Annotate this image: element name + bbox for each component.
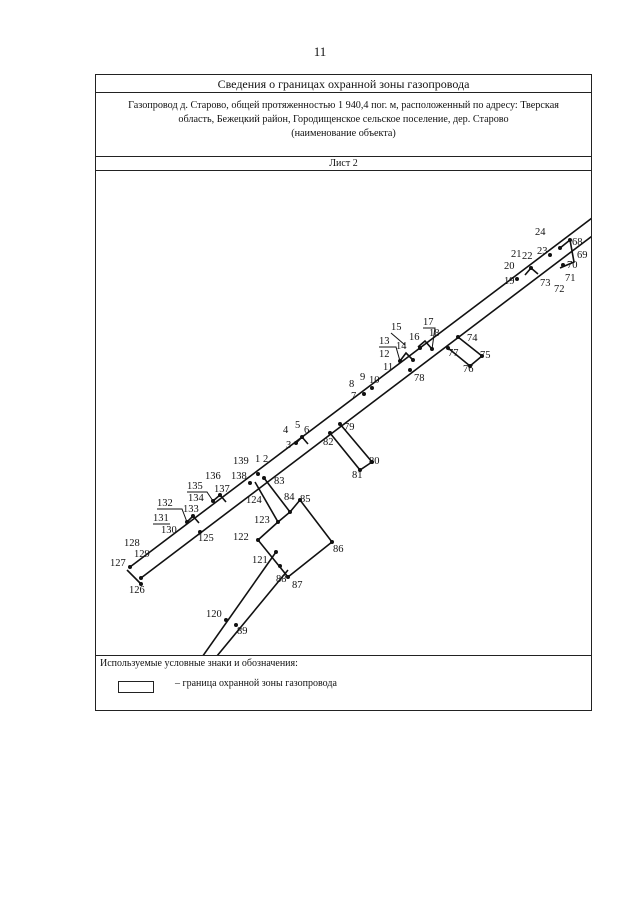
point-label: 69 <box>577 250 588 261</box>
point-label: 75 <box>480 350 491 361</box>
document-frame: Сведения о границах охранной зоны газопр… <box>95 74 592 711</box>
point-label: 24 <box>535 227 546 238</box>
point-label: 133 <box>183 504 199 515</box>
notch-16-18 <box>417 339 433 350</box>
point-label: 136 <box>205 471 221 482</box>
point-label: 138 <box>231 471 247 482</box>
point-label: 3 <box>286 440 291 451</box>
point-label: 88 <box>276 574 287 585</box>
point-label: 76 <box>463 364 474 375</box>
sheet-label: Лист 2 <box>96 157 591 171</box>
point-label: 14 <box>396 341 407 352</box>
point-label: 122 <box>233 532 249 543</box>
point-label: 17 <box>423 317 434 328</box>
point-label: 77 <box>448 348 459 359</box>
point-label: 10 <box>369 375 380 386</box>
point-label: 20 <box>504 261 515 272</box>
point-label: 8 <box>349 379 354 390</box>
main-corridor-upper <box>129 217 591 568</box>
point-label: 80 <box>369 456 380 467</box>
point-label: 6 <box>304 425 309 436</box>
point-label: 137 <box>214 484 230 495</box>
point-label: 132 <box>157 498 173 509</box>
point-label: 16 <box>409 332 420 343</box>
point-label: 23 <box>537 246 548 257</box>
point-label: 120 <box>206 609 222 620</box>
point-label: 21 <box>511 249 522 260</box>
point-label: 70 <box>567 260 578 271</box>
loop-84-88 <box>256 498 334 579</box>
point-label: 72 <box>554 284 565 295</box>
point-label: 86 <box>333 544 344 555</box>
point-label: 1 <box>255 454 260 465</box>
point-label: 129 <box>134 549 150 560</box>
object-line-1: Газопровод д. Старово, общей протяженнос… <box>128 100 559 111</box>
point-label: 19 <box>504 276 515 287</box>
point-label: 124 <box>246 495 263 506</box>
point-label: 89 <box>237 626 248 637</box>
point-label: 74 <box>467 333 478 344</box>
point-label: 22 <box>522 251 533 262</box>
point-label: 82 <box>323 437 334 448</box>
point-label: 4 <box>283 425 289 436</box>
point-label: 134 <box>188 493 205 504</box>
point-label: 15 <box>391 322 402 333</box>
boundary-map: 1 2 3 4 5 6 7 8 9 10 11 12 13 14 15 16 1… <box>110 217 591 655</box>
object-line-2: область, Бежецкий район, Городищенское с… <box>178 114 509 125</box>
main-corridor-lower <box>140 235 591 579</box>
point-label: 79 <box>344 422 355 433</box>
notch-68-72 <box>559 238 575 269</box>
point-label: 2 <box>263 454 268 465</box>
end-cap <box>126 569 142 585</box>
point-label: 85 <box>300 494 311 505</box>
boundary-symbol <box>118 681 154 693</box>
point-label: 9 <box>360 372 365 383</box>
branch-lower-right <box>216 569 289 655</box>
point-label: 13 <box>379 336 390 347</box>
notch-11-14 <box>399 351 414 362</box>
point-label: 78 <box>414 373 425 384</box>
point-label: 135 <box>187 481 203 492</box>
point-label: 87 <box>292 580 303 591</box>
branch-83-124 <box>254 477 292 524</box>
legend-title: Используемые условные знаки и обозначени… <box>100 658 298 669</box>
point-label: 71 <box>565 273 576 284</box>
point-label: 125 <box>198 533 214 544</box>
object-caption: (наименование объекта) <box>291 128 396 139</box>
map-area: 1 2 3 4 5 6 7 8 9 10 11 12 13 14 15 16 1… <box>96 171 591 656</box>
point-label: 139 <box>233 456 249 467</box>
branch-79-82 <box>329 423 374 472</box>
point-label: 127 <box>110 558 126 569</box>
point-label: 73 <box>540 278 551 289</box>
legend: Используемые условные знаки и обозначени… <box>96 656 591 710</box>
point-label: 121 <box>252 555 268 566</box>
point-label: 130 <box>161 525 177 536</box>
point-label: 7 <box>351 391 356 402</box>
branch-lower-left <box>202 551 277 655</box>
point-label: 12 <box>379 349 390 360</box>
point-label: 128 <box>124 538 140 549</box>
point-label: 83 <box>274 476 285 487</box>
point-label: 126 <box>129 585 145 596</box>
point-label: 68 <box>572 237 583 248</box>
point-label: 5 <box>295 420 300 431</box>
point-label: 11 <box>383 362 393 373</box>
branch-74-77 <box>447 336 484 368</box>
object-description: Газопровод д. Старово, общей протяженнос… <box>96 93 591 157</box>
point-label: 123 <box>254 515 270 526</box>
legend-item-text: – граница охранной зоны газопровода <box>175 678 337 689</box>
point-label: 81 <box>352 470 363 481</box>
point-label: 131 <box>153 513 169 524</box>
document-title: Сведения о границах охранной зоны газопр… <box>96 75 591 93</box>
page-number: 11 <box>313 44 327 59</box>
point-label: 84 <box>284 492 295 503</box>
